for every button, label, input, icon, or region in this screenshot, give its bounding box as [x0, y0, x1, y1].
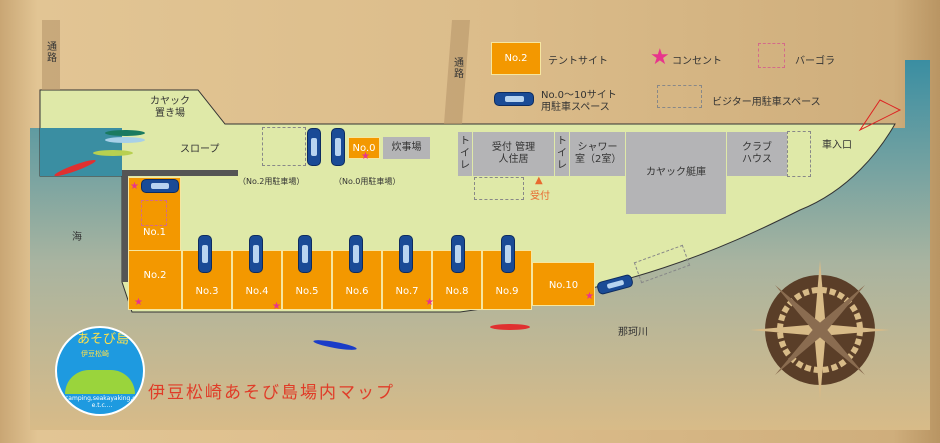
logo-prefix: 伊豆松崎	[81, 350, 109, 358]
site-no2[interactable]: No.2	[128, 250, 182, 310]
car-icon	[307, 128, 321, 166]
legend-site-swatch: No.2	[491, 42, 541, 75]
car-icon	[331, 128, 345, 166]
pergola	[141, 200, 167, 226]
outlet-star-icon: ★	[585, 291, 594, 302]
parking-no2-label: （No.2用駐車場）	[238, 177, 305, 186]
outlet-star-icon: ★	[272, 301, 281, 312]
kayak-storage-label: カヤック置き場	[150, 96, 190, 119]
reception-building: 受付 管理人住居	[473, 132, 554, 176]
car-icon	[399, 235, 413, 273]
outlet-star-icon: ★	[130, 181, 139, 192]
site-no3[interactable]: No.3	[182, 250, 232, 310]
toilet-2: トイレ	[555, 132, 569, 176]
logo: あそび島 伊豆松崎 camping,seakayaking,cycling,fi…	[55, 326, 145, 416]
car-entrance-label: 車入口	[822, 140, 852, 151]
site-no0[interactable]: No.0	[348, 137, 380, 159]
car-icon	[349, 235, 363, 273]
outlet-star-icon: ★	[134, 297, 143, 308]
road-label: 通路	[47, 42, 57, 64]
legend-visitor-parking: ビジター用駐車スペース	[712, 97, 821, 108]
car-icon	[249, 235, 263, 273]
map-title: 伊豆松崎あそび島場内マップ	[148, 383, 395, 403]
clubhouse: クラブ ハウス	[727, 132, 787, 176]
legend-outlet: コンセント	[672, 56, 722, 67]
parking-no0-label: （No.0用駐車場）	[334, 177, 401, 186]
road-label: 通路	[454, 58, 464, 80]
kayak-shed: カヤック艇庫	[626, 132, 726, 214]
visitor-parking-space	[262, 127, 306, 166]
river-label: 那珂川	[618, 327, 648, 338]
legend-pergola: バーゴラ	[795, 56, 835, 67]
visitor-parking-space	[474, 177, 524, 200]
car-icon	[501, 235, 515, 273]
logo-tagline: camping,seakayaking,cycling,fishing e.t.…	[65, 395, 143, 409]
outlet-star-icon: ★	[361, 151, 370, 162]
reception-marker: ▲	[535, 175, 543, 186]
visitor-parking-space	[787, 131, 811, 177]
kitchen: 炊事場	[383, 137, 430, 159]
toilet-1: トイレ	[458, 132, 472, 176]
legend-tent-site: テントサイト	[548, 56, 608, 67]
visitor-parking-swatch	[657, 85, 702, 108]
car-icon	[494, 92, 534, 106]
reception-marker-label: 受付	[530, 191, 550, 202]
slope-label: スロープ	[180, 144, 220, 155]
site-no10[interactable]: No.10	[532, 262, 595, 306]
pergola-swatch	[758, 43, 785, 68]
compass-icon	[750, 260, 890, 400]
logo-name: あそび島	[77, 332, 130, 347]
hill-icon	[65, 370, 135, 394]
sea-label: 海	[72, 232, 82, 243]
shower-room: シャワー室（2室）	[570, 132, 625, 176]
car-icon	[451, 235, 465, 273]
legend-site-parking: No.0〜10サイト用駐車スペース	[541, 90, 617, 113]
outlet-star-icon: ★	[650, 45, 670, 70]
car-icon	[198, 235, 212, 273]
outlet-star-icon: ★	[425, 297, 434, 308]
car-icon	[141, 179, 179, 193]
car-icon	[298, 235, 312, 273]
